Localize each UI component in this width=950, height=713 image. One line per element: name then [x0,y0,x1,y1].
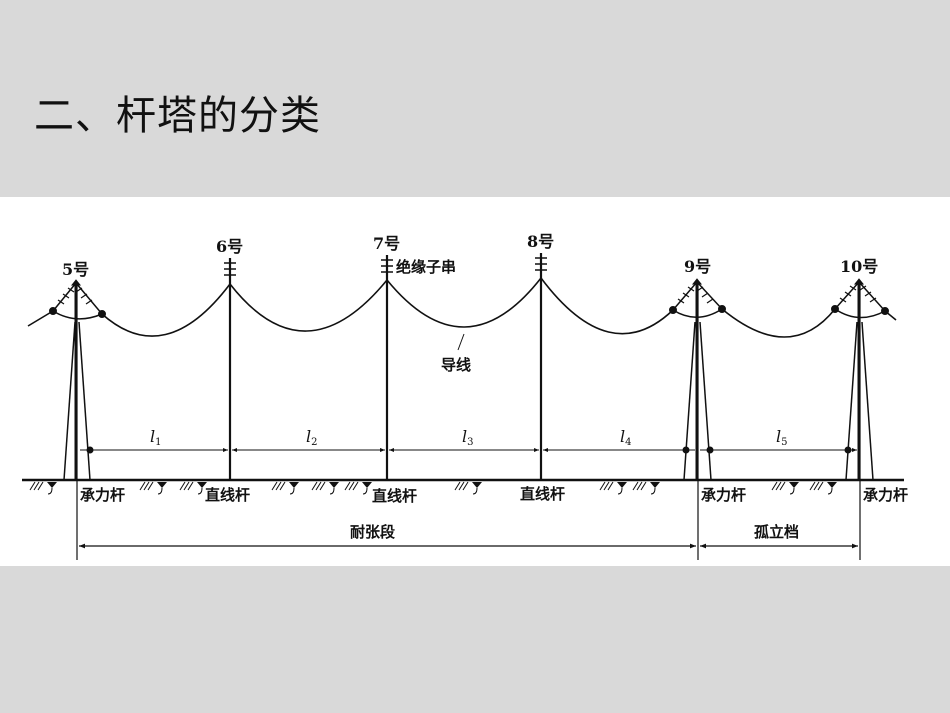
span-l4-label: l4 [620,427,632,448]
insulator-string-label: 绝缘子串 [396,258,456,276]
tower-6-type-label: 直线杆 [205,486,250,504]
slide-title: 二、杆塔的分类 [34,93,321,139]
tower-10-tension [831,278,889,560]
isolated-span-label: 孤立档 [754,523,799,541]
tower-7-straight [381,255,393,480]
tower-5-type-label: 承力杆 [80,486,125,504]
tower-7-type-label: 直线杆 [372,487,417,505]
tower-8-type-label: 直线杆 [520,485,565,503]
tower-classification-diagram: 5号 6号 7号 8号 9号 10号 绝缘子串 导线 l1 l2 l3 l4 l… [0,197,950,566]
span-l5-label: l5 [776,427,788,448]
tower-6-straight [224,258,236,480]
conductor-label: 导线 [441,356,471,374]
tower-5-label: 5号 [62,260,89,279]
tower-6-label: 6号 [216,237,243,256]
tower-9-tension [669,278,726,560]
conductor-wire [27,277,897,338]
tower-9-label: 9号 [684,257,711,276]
tower-5-tension [49,279,106,560]
tower-8-straight [535,253,547,480]
span-l3-label: l3 [462,427,474,448]
span-l2-label: l2 [306,427,318,448]
tower-7-label: 7号 [373,234,400,253]
tower-10-label: 10号 [840,257,878,276]
span-l1-label: l1 [150,427,162,448]
tower-9-type-label: 承力杆 [701,486,746,504]
tower-8-label: 8号 [527,232,554,251]
tower-10-type-label: 承力杆 [863,486,908,504]
span-dimensions [80,446,857,454]
tension-section-label: 耐张段 [350,523,395,541]
conductor-leader-line [457,333,465,351]
